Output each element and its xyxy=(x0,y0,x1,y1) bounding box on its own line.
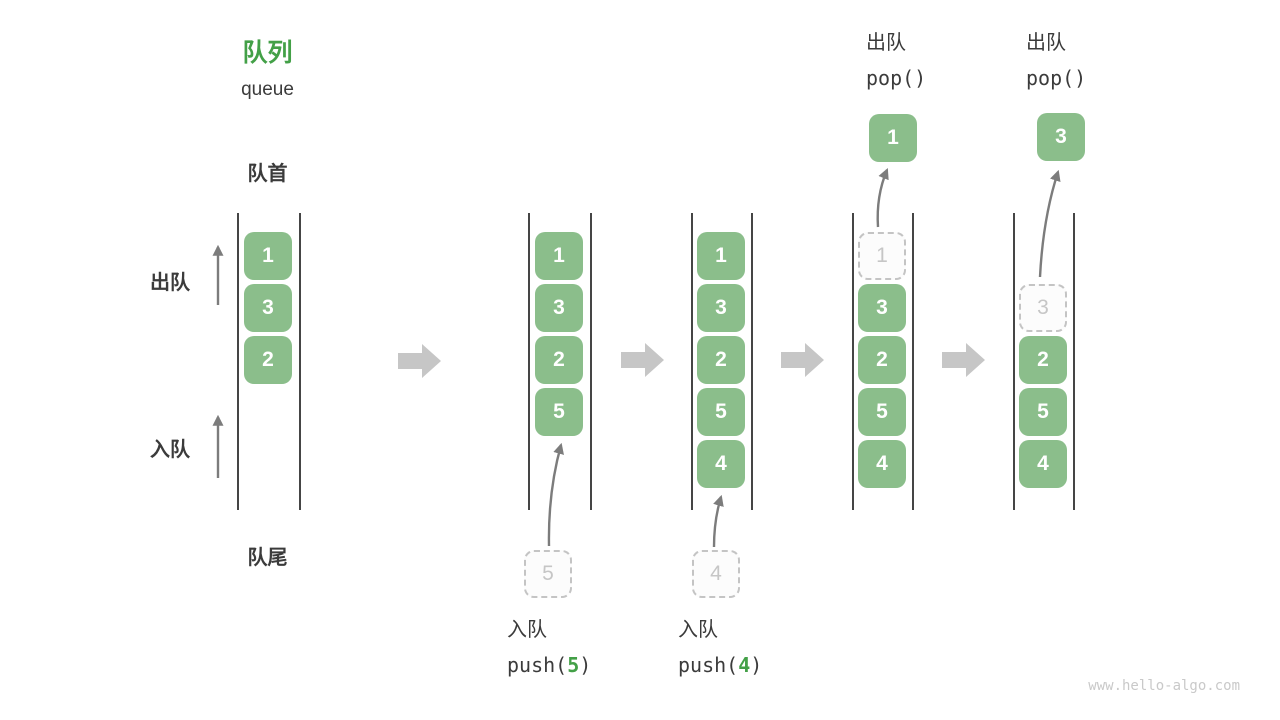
queue-item-box: 2 xyxy=(244,336,292,384)
operation-name: 出队 xyxy=(1026,32,1066,54)
operation-name: 入队 xyxy=(507,619,547,641)
queue-wall-line xyxy=(751,213,753,510)
pointer-arrow xyxy=(1038,169,1061,278)
queue-item-box: 2 xyxy=(697,336,745,384)
queue-wall-line xyxy=(237,213,239,510)
operation-code: push(4) xyxy=(678,653,763,677)
queue-wall-line xyxy=(1073,213,1075,510)
queue-item-box: 1 xyxy=(697,232,745,280)
queue-item-box: 5 xyxy=(1019,388,1067,436)
operation-name: 出队 xyxy=(866,32,906,54)
operation-label: 入队 push(5) xyxy=(507,620,591,675)
queue-item-box: 3 xyxy=(858,284,906,332)
next-step-arrow-icon xyxy=(398,344,441,378)
queue-item-box: 2 xyxy=(858,336,906,384)
queue-wall-line xyxy=(852,213,854,510)
queue-item-ghost-box: 1 xyxy=(858,232,906,280)
queue-item-box: 5 xyxy=(858,388,906,436)
popped-item-box: 3 xyxy=(1037,113,1085,161)
pointer-arrow xyxy=(876,167,889,228)
operation-code: pop() xyxy=(866,66,927,90)
next-step-arrow-icon xyxy=(621,343,664,377)
queue-item-box: 4 xyxy=(858,440,906,488)
queue-wall-line xyxy=(912,213,914,510)
title-zh: 队列 xyxy=(242,39,293,67)
queue-item-box: 1 xyxy=(244,232,292,280)
operation-label: 出队 pop() xyxy=(1026,33,1086,88)
queue-item-ghost-box: 3 xyxy=(1019,284,1067,332)
pointer-arrow xyxy=(547,442,564,547)
popped-item-box: 1 xyxy=(869,114,917,162)
enqueue-side-label: 入队 xyxy=(150,439,190,461)
queue-item-box: 2 xyxy=(1019,336,1067,384)
watermark: www.hello-algo.com xyxy=(1088,678,1240,694)
queue-front-label: 队首 xyxy=(247,163,288,185)
diagram-title: 队列 queue xyxy=(207,33,328,101)
operation-code: pop() xyxy=(1026,66,1087,90)
queue-wall-line xyxy=(1013,213,1015,510)
queue-item-box: 3 xyxy=(535,284,583,332)
queue-item-box: 3 xyxy=(697,284,745,332)
queue-item-box: 5 xyxy=(535,388,583,436)
queue-wall-line xyxy=(299,213,301,510)
pending-item-box: 4 xyxy=(692,550,740,598)
queue-wall-line xyxy=(691,213,693,510)
queue-rear-label: 队尾 xyxy=(247,547,288,569)
queue-item-box: 4 xyxy=(697,440,745,488)
operation-label: 出队 pop() xyxy=(866,33,926,88)
operation-code: push(5) xyxy=(507,653,592,677)
next-step-arrow-icon xyxy=(942,343,985,377)
operation-name: 入队 xyxy=(678,619,718,641)
operation-label: 入队 push(4) xyxy=(678,620,762,675)
pending-item-box: 5 xyxy=(524,550,572,598)
queue-item-box: 2 xyxy=(535,336,583,384)
next-step-arrow-icon xyxy=(781,343,824,377)
queue-wall-line xyxy=(590,213,592,510)
pointer-arrow xyxy=(712,494,724,548)
queue-wall-line xyxy=(528,213,530,510)
queue-item-box: 5 xyxy=(697,388,745,436)
dequeue-side-label: 出队 xyxy=(150,272,190,294)
queue-item-box: 1 xyxy=(535,232,583,280)
title-en: queue xyxy=(241,79,294,100)
queue-item-box: 4 xyxy=(1019,440,1067,488)
queue-item-box: 3 xyxy=(244,284,292,332)
